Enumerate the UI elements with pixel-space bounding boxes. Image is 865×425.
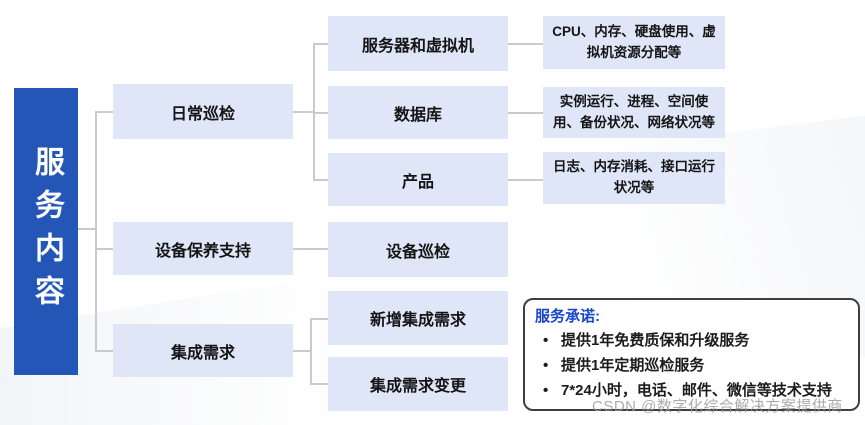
connector-line: [293, 248, 328, 250]
leaf-integration-requirement-change: 集成需求变更: [328, 357, 508, 411]
leaf-product: 产品: [328, 153, 508, 206]
service-commitment-item: 提供1年免费质保和升级服务: [535, 328, 848, 353]
connector-line: [313, 179, 328, 181]
service-commitment-title: 服务承诺:: [535, 308, 600, 325]
service-commitment-list: 提供1年免费质保和升级服务 提供1年定期巡检服务 7*24小时，电话、邮件、微信…: [535, 328, 848, 403]
leaf-database: 数据库: [328, 86, 508, 139]
connector-line: [310, 318, 312, 384]
connector-line: [95, 350, 113, 352]
detail-product: 日志、内存消耗、接口运行状况等: [543, 152, 725, 204]
connector-line: [95, 248, 113, 250]
detail-servers-and-vms: CPU、内存、硬盘使用、虚拟机资源分配等: [543, 16, 725, 69]
connector-line: [95, 111, 113, 113]
connector-line: [313, 112, 328, 114]
connector-line: [508, 179, 543, 181]
connector-line: [313, 43, 315, 180]
branch-equipment-maintenance-support: 设备保养支持: [113, 222, 293, 275]
leaf-servers-and-vms: 服务器和虚拟机: [328, 16, 508, 71]
connector-line: [508, 43, 543, 45]
detail-database: 实例运行、进程、空间使用、备份状况、网络状况等: [543, 87, 725, 138]
service-commitment-box: 服务承诺: 提供1年免费质保和升级服务 提供1年定期巡检服务 7*24小时，电话…: [523, 298, 860, 411]
root-node-service-content: 服务内容: [14, 88, 78, 375]
csdn-watermark: CSDN @数字化综合解决方案提供商: [592, 398, 843, 415]
connector-line: [310, 318, 328, 320]
leaf-equipment-inspection: 设备巡检: [328, 222, 508, 277]
branch-daily-inspection: 日常巡检: [113, 84, 293, 139]
branch-integration-requirements: 集成需求: [113, 324, 293, 377]
service-commitment-item: 7*24小时，电话、邮件、微信等技术支持: [535, 378, 848, 403]
connector-line: [313, 43, 328, 45]
connector-line: [95, 111, 97, 351]
connector-line: [293, 111, 313, 113]
leaf-new-integration-requirement: 新增集成需求: [328, 291, 508, 345]
connector-line: [310, 383, 328, 385]
connector-line: [293, 350, 310, 352]
service-commitment-item: 提供1年定期巡检服务: [535, 353, 848, 378]
connector-line: [78, 228, 95, 230]
connector-line: [508, 112, 543, 114]
